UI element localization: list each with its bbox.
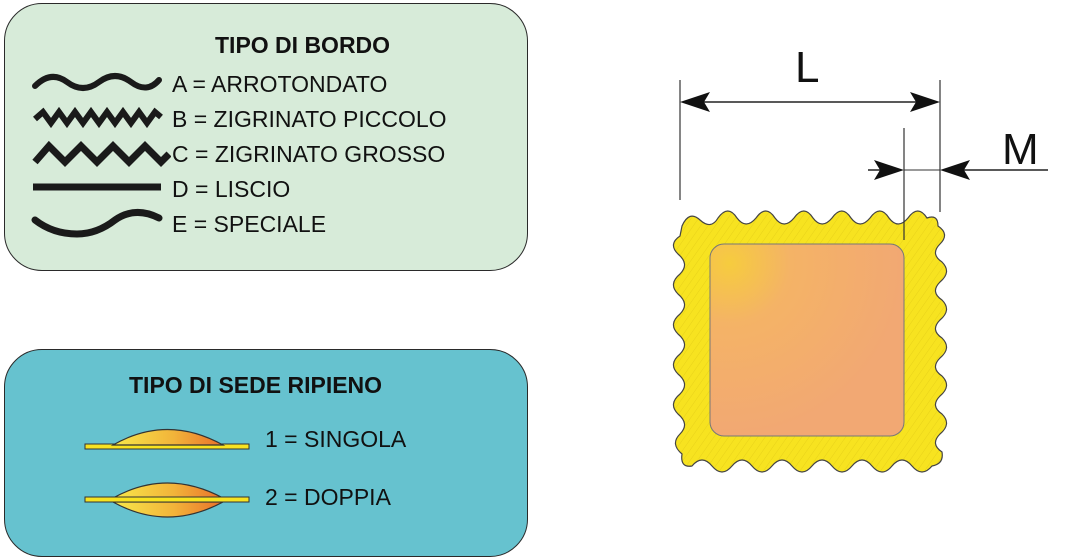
edge-type-title: TIPO DI BORDO xyxy=(215,32,391,58)
filling-item-label: 1 = SINGOLA xyxy=(265,426,407,452)
filling-item-label: 2 = DOPPIA xyxy=(265,484,391,510)
filling-type-title: TIPO DI SEDE RIPIENO xyxy=(129,372,383,398)
edge-item-rounded: A = ARROTONDATO xyxy=(31,68,511,100)
edge-item-label: D = LISCIO xyxy=(172,176,291,202)
edge-item-smooth: D = LISCIO xyxy=(31,173,511,205)
filling-type-panel: TIPO DI SEDE RIPIENO 1 = SINGOLA xyxy=(4,349,528,557)
edge-item-label: E = SPECIALE xyxy=(172,211,327,237)
edge-item-label: B = ZIGRINATO PICCOLO xyxy=(172,106,447,132)
edge-item-label: A = ARROTONDATO xyxy=(172,71,388,97)
edge-item-special: E = SPECIALE xyxy=(31,208,511,240)
edge-item-label: C = ZIGRINATO GROSSO xyxy=(172,141,446,167)
margin-label: M xyxy=(1002,125,1039,174)
edge-item-large-knurled: C = ZIGRINATO GROSSO xyxy=(31,138,511,170)
filling-area xyxy=(709,243,905,437)
single-pocket-icon xyxy=(84,429,250,450)
length-label: L xyxy=(795,43,819,92)
large-zigzag-icon xyxy=(32,140,171,167)
edge-type-panel: TIPO DI BORDO A = ARROTONDATO B = ZIGRIN… xyxy=(4,3,528,271)
filling-item-single: 1 = SINGOLA xyxy=(83,420,513,460)
double-pocket-icon xyxy=(84,482,250,518)
ravioli-diagram: L M xyxy=(640,40,1080,500)
special-curve-icon xyxy=(31,209,163,238)
straight-line-icon xyxy=(33,183,161,191)
filling-item-double: 2 = DOPPIA xyxy=(83,478,513,518)
edge-item-small-knurled: B = ZIGRINATO PICCOLO xyxy=(31,103,511,135)
rounded-wave-icon xyxy=(32,73,162,91)
ravioli-drawing: L M xyxy=(672,43,1048,473)
small-zigzag-icon xyxy=(33,106,163,129)
